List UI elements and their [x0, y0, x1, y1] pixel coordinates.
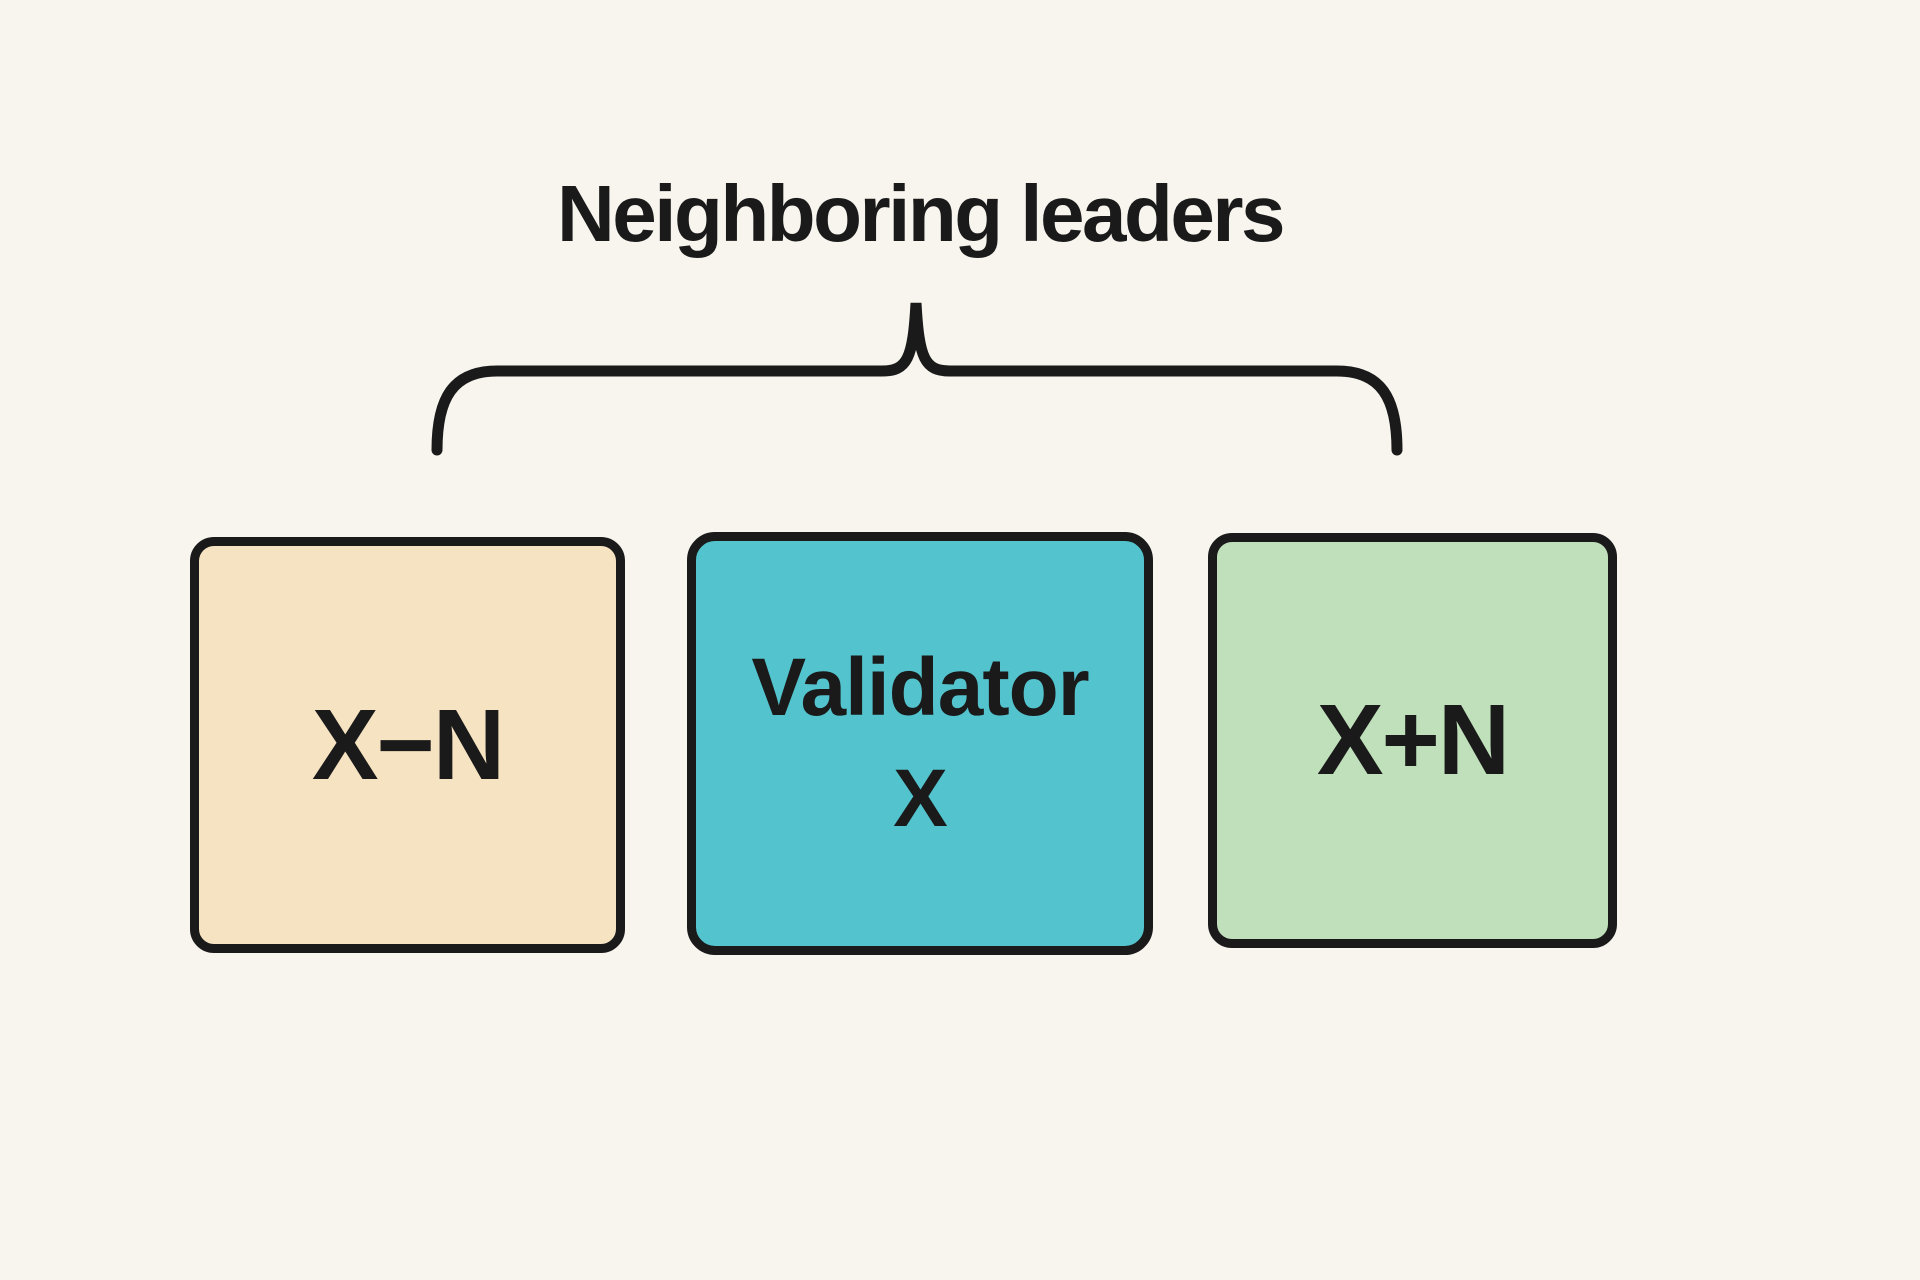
- box-x-minus-n: X−N: [190, 537, 625, 953]
- box-validator-x-label-line2: X: [893, 752, 948, 844]
- box-x-plus-n: X+N: [1208, 533, 1617, 948]
- box-x-minus-n-label: X−N: [311, 688, 505, 801]
- box-validator-x-label: Validator X: [751, 633, 1089, 854]
- page-title: Neighboring leaders: [557, 169, 1285, 258]
- brace-path: [431, 302, 1403, 456]
- box-x-plus-n-label: X+N: [1316, 684, 1510, 796]
- box-validator-x: Validator X: [687, 532, 1153, 955]
- box-validator-x-label-line1: Validator: [751, 641, 1089, 733]
